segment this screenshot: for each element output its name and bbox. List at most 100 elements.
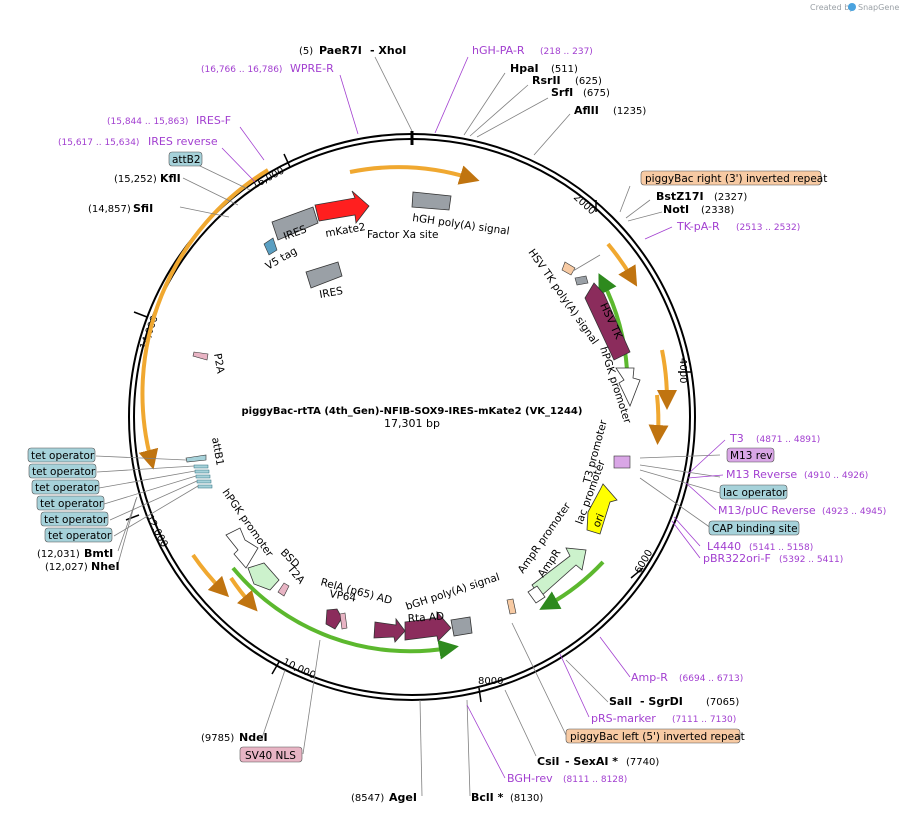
afliii-name: AflII [574, 104, 599, 117]
green-arcs [231, 273, 629, 660]
bgh-polya-shape [450, 616, 473, 637]
l4440-range: (5141 .. 5158) [749, 543, 813, 553]
sfii-pos: (14,857) [88, 204, 131, 215]
hpai-pos: (511) [551, 64, 578, 75]
paer7i-name: PaeR7I [319, 44, 362, 57]
green-arc-right [598, 273, 629, 371]
wpre-r-range: (16,766 .. 16,786) [201, 65, 282, 75]
feature-shapes [185, 190, 641, 643]
ires-shape [305, 261, 343, 289]
piggybac-left-label: piggyBac left (5') inverted repeat [570, 731, 745, 743]
ires-inner-shape [271, 206, 319, 241]
tet-operator-label-4: tet operator [40, 498, 104, 510]
orf-arc-lower-left-2 [229, 576, 258, 612]
amp-r-name: Amp-R [631, 671, 668, 684]
paer7i-pos: (5) [299, 46, 313, 57]
tet-operator-box-4 [36, 495, 105, 511]
tet-operator-label-6: tet operator [48, 530, 112, 542]
tick-12000: 12,000 [143, 513, 169, 549]
bstz17i-pos: (2327) [714, 192, 747, 203]
piggybac-left-box [565, 728, 741, 744]
tet-operator-shapes [193, 464, 213, 489]
cap-binding-site-box [708, 520, 800, 536]
attb1-label: attB1 [209, 436, 226, 466]
bmti-pos: (12,031) [37, 549, 80, 560]
t2a-label: T2A [284, 562, 307, 587]
mkate2-arrow [314, 190, 370, 225]
tk-pa-r-range: (2513 .. 2532) [736, 223, 800, 233]
rta-ad-arrow [404, 610, 452, 642]
rela-ad-arrow [373, 617, 406, 643]
ires-f-range: (15,844 .. 15,863) [107, 117, 188, 127]
tick-8000: 8000 [478, 676, 503, 687]
hpgk-promoter-arrow-right [615, 367, 641, 408]
prs-marker-range: (7111 .. 7130) [672, 715, 736, 725]
tick-mark-16000 [283, 153, 291, 168]
lac-operator-label: lac operator [723, 487, 787, 499]
ori-label: ori [591, 512, 607, 529]
bgh-rev-range: (8111 .. 8128) [563, 775, 627, 785]
tick-mark-8000 [478, 687, 482, 703]
restriction-sites: (5) PaeR7I - XhoI HpaI (511) RsrII (625)… [37, 44, 747, 804]
csii-pos: (7740) [626, 757, 659, 768]
m13-rev-box [726, 447, 775, 463]
piggybac-right-box [640, 170, 822, 186]
m13-rev-label: M13 rev [730, 450, 773, 462]
tk-pa-r-name: TK-pA-R [676, 220, 720, 233]
piggybac-left-shape [506, 598, 517, 615]
sv40-nls-label: SV40 NLS [245, 750, 296, 762]
orf-arc-top [349, 165, 480, 185]
tet-operator-box-6 [44, 527, 113, 543]
tick-4000: 4000 [677, 358, 688, 383]
sexai-name: - SexAI * [565, 755, 618, 768]
pbr322ori-f-range: (5392 .. 5411) [779, 555, 843, 565]
orf-arc-right-upper [606, 242, 638, 287]
ndei-pos: (9785) [201, 733, 234, 744]
plasmid-title: piggyBac-rtTA (4th_Gen)-NFIB-SOX9-IRES-m… [242, 406, 583, 417]
tet-operator-box-2 [28, 463, 97, 479]
sali-pos: (7065) [706, 697, 739, 708]
noti-pos: (2338) [701, 205, 734, 216]
piggybac-right-label: piggyBac right (3') inverted repeat [645, 173, 827, 185]
tk-small-shape [561, 261, 576, 276]
snapgene-brand: SnapGene [858, 3, 899, 12]
hgh-polya-shape [411, 191, 452, 211]
bgh-rev-name: BGH-rev [507, 772, 553, 785]
tick-mark-12000 [125, 514, 140, 521]
mkate2-label: mKate2 [324, 221, 366, 240]
v5-tag-shape [263, 237, 278, 256]
agei-name: AgeI [389, 791, 417, 804]
xhoi-name: - XhoI [370, 44, 406, 57]
plasmid-length: 17,301 bp [384, 417, 440, 430]
tet-operator-label-3: tet operator [35, 482, 99, 494]
tick-mark-14000 [133, 311, 148, 318]
factor-xa-label: Factor Xa site [367, 229, 438, 241]
hsv-tk-polya-shape [574, 275, 589, 286]
tick-2000: 2000 [571, 192, 597, 217]
amp-r-range: (6694 .. 6713) [679, 674, 743, 684]
rta-ad-label: Rta AD [407, 610, 444, 625]
cap-binding-site-label: CAP binding site [712, 523, 798, 535]
site-leader-lines [95, 56, 721, 797]
tick-mark-10000 [271, 661, 280, 675]
tet-operator-label-1: tet operator [31, 450, 95, 462]
noti-name: NotI [663, 203, 689, 216]
m13-reverse-range: (4910 .. 4926) [804, 471, 868, 481]
tet-operator-label-2: tet operator [32, 466, 96, 478]
bstz17i-name: BstZ17I [656, 190, 704, 203]
ires-label: IRES [318, 285, 344, 301]
tet-operator-box-1 [27, 447, 96, 463]
csii-name: CsiI [537, 755, 559, 768]
bmti-name: BmtI [84, 547, 113, 560]
ampr-arrow [531, 547, 587, 598]
ires-reverse-name: IRES reverse [148, 135, 218, 148]
attb1-shape [185, 454, 207, 463]
ires-reverse-range: (15,617 .. 15,634) [58, 138, 139, 148]
attb2-box [168, 151, 203, 167]
srfi-name: SrfI [551, 86, 573, 99]
ori-arrow [586, 483, 618, 535]
kfli-pos: (15,252) [114, 174, 157, 185]
hsv-tk-arrow [584, 282, 631, 361]
nhei-pos: (12,027) [45, 562, 88, 573]
vp64-shape [325, 608, 343, 630]
